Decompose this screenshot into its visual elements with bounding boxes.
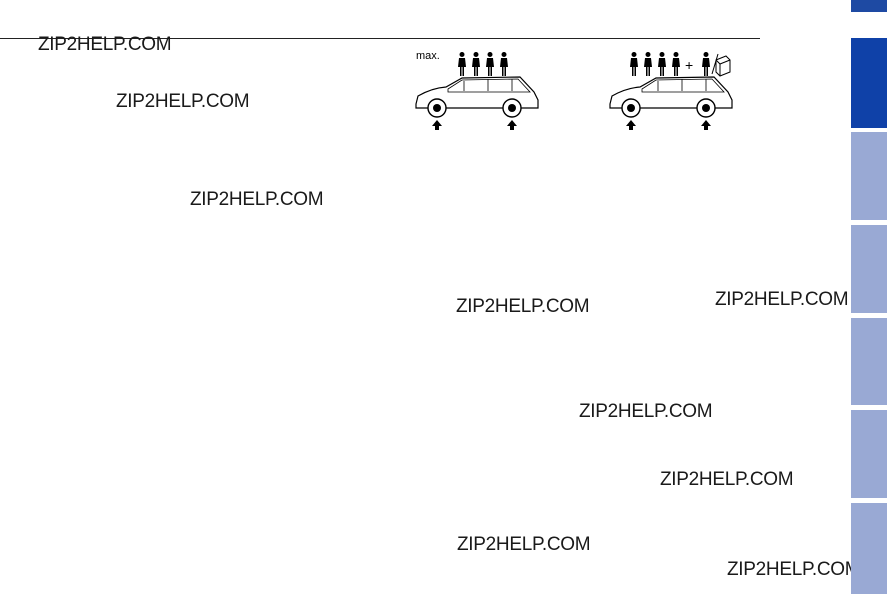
chapter-tabs bbox=[851, 0, 887, 594]
chapter-tab[interactable] bbox=[851, 410, 887, 498]
watermark-text: ZIP2HELP.COM bbox=[190, 189, 324, 210]
wheel-icons bbox=[427, 98, 522, 118]
header-rule bbox=[0, 38, 760, 39]
passengers-luggage-figure: + bbox=[606, 44, 740, 134]
load-arrow-icons bbox=[626, 120, 711, 130]
watermark-text: ZIP2HELP.COM bbox=[116, 91, 250, 112]
watermark-text: ZIP2HELP.COM bbox=[727, 559, 861, 580]
watermark-text: ZIP2HELP.COM bbox=[38, 34, 172, 55]
chapter-tab[interactable] bbox=[851, 318, 887, 405]
watermark-text: ZIP2HELP.COM bbox=[457, 534, 591, 555]
chapter-tab[interactable] bbox=[851, 132, 887, 220]
person-icons bbox=[630, 52, 710, 76]
chapter-tab-top[interactable] bbox=[851, 0, 887, 12]
chapter-tab-active[interactable] bbox=[851, 38, 887, 128]
chapter-tab[interactable] bbox=[851, 225, 887, 313]
watermark-text: ZIP2HELP.COM bbox=[579, 401, 713, 422]
watermark-text: ZIP2HELP.COM bbox=[715, 289, 849, 310]
person-icons bbox=[458, 52, 508, 76]
max-passengers-figure: max. bbox=[412, 44, 542, 134]
wagon-car-icon bbox=[415, 76, 539, 109]
luggage-icon bbox=[711, 53, 731, 77]
max-label: max. bbox=[416, 50, 440, 62]
wagon-car-icon bbox=[609, 76, 733, 109]
load-arrow-icons bbox=[432, 120, 517, 130]
wheel-icons bbox=[621, 98, 716, 118]
plus-sign: + bbox=[685, 57, 693, 73]
chapter-tab[interactable] bbox=[851, 503, 887, 594]
watermark-text: ZIP2HELP.COM bbox=[456, 296, 590, 317]
watermark-text: ZIP2HELP.COM bbox=[660, 469, 794, 490]
